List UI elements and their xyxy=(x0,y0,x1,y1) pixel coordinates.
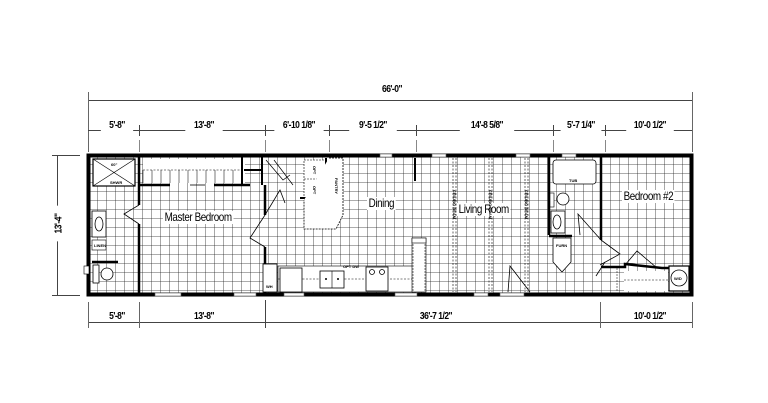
opt-label-2: OPT xyxy=(312,186,317,195)
tub-label: TUB xyxy=(569,178,578,183)
top-tick-stub xyxy=(139,140,140,152)
depth-tick-top xyxy=(52,155,80,156)
overall-dim-tick-left xyxy=(88,92,89,152)
wh-label: WH xyxy=(266,284,273,289)
top-tick xyxy=(329,125,330,136)
room-label-bedroom2: Bedroom #2 xyxy=(622,189,675,203)
room-label-master-bedroom: Master Bedroom xyxy=(163,210,234,224)
top-tick xyxy=(553,125,554,136)
bottom-tick xyxy=(139,302,140,328)
top-tick-stub xyxy=(329,140,330,152)
top-dim-1: 5'-8" xyxy=(100,120,134,131)
overall-width-label: 66'-0" xyxy=(369,84,415,95)
top-tick-stub xyxy=(265,140,266,152)
opt-label-1: OPT xyxy=(312,166,317,175)
top-tick-stub xyxy=(605,140,606,152)
bottom-tick xyxy=(88,302,89,328)
top-tick xyxy=(265,125,266,136)
overall-dim-tick-right xyxy=(692,92,693,152)
bottom-tick xyxy=(600,302,601,328)
bottom-dim-2: 13'-8" xyxy=(185,311,223,322)
bottom-dim-4: 10'-0 1/2" xyxy=(626,311,674,322)
top-dim-4: 9'-5 1/2" xyxy=(349,120,397,131)
ceiling-beam-label-1: CEILING BEAM xyxy=(452,190,457,220)
bottom-dim-1: 5'-8" xyxy=(100,311,134,322)
top-tick xyxy=(416,125,417,136)
ceiling-beam-label-3: CEILING BEAM xyxy=(524,190,529,220)
top-dim-6: 5'-7 1/4" xyxy=(560,120,602,131)
bottom-dim-3: 36'-7 1/2" xyxy=(408,311,464,322)
ceiling-beam-label-2: CEILING BEAM xyxy=(488,190,493,220)
bottom-dimension-line xyxy=(88,322,692,323)
top-tick-stub xyxy=(416,140,417,152)
top-tick xyxy=(139,125,140,136)
overall-dimension-line xyxy=(88,100,692,101)
pantry-label: PANTRY xyxy=(334,178,339,194)
shower-label: SHWR xyxy=(110,180,123,185)
shower-size-label: 60" xyxy=(111,162,118,167)
top-dim-2: 13'-8" xyxy=(185,120,223,131)
bottom-tick xyxy=(265,300,266,328)
wd-label: W/D xyxy=(674,276,682,281)
top-tick-stub xyxy=(553,140,554,152)
depth-tick-bottom xyxy=(52,295,80,296)
top-dim-5: 14'-8 5/8" xyxy=(459,120,515,131)
linen-label: LINEN xyxy=(94,243,106,248)
opt-dw-label: OPT DW xyxy=(343,264,359,269)
top-dim-3: 6'-10 1/8" xyxy=(274,120,324,131)
furn-label: FURN xyxy=(556,243,568,248)
top-dim-7: 10'-0 1/2" xyxy=(626,120,674,131)
top-tick xyxy=(605,125,606,136)
bottom-tick xyxy=(692,302,693,328)
room-label-dining: Dining xyxy=(367,196,396,210)
room-label-living-room: Living Room xyxy=(457,202,511,216)
